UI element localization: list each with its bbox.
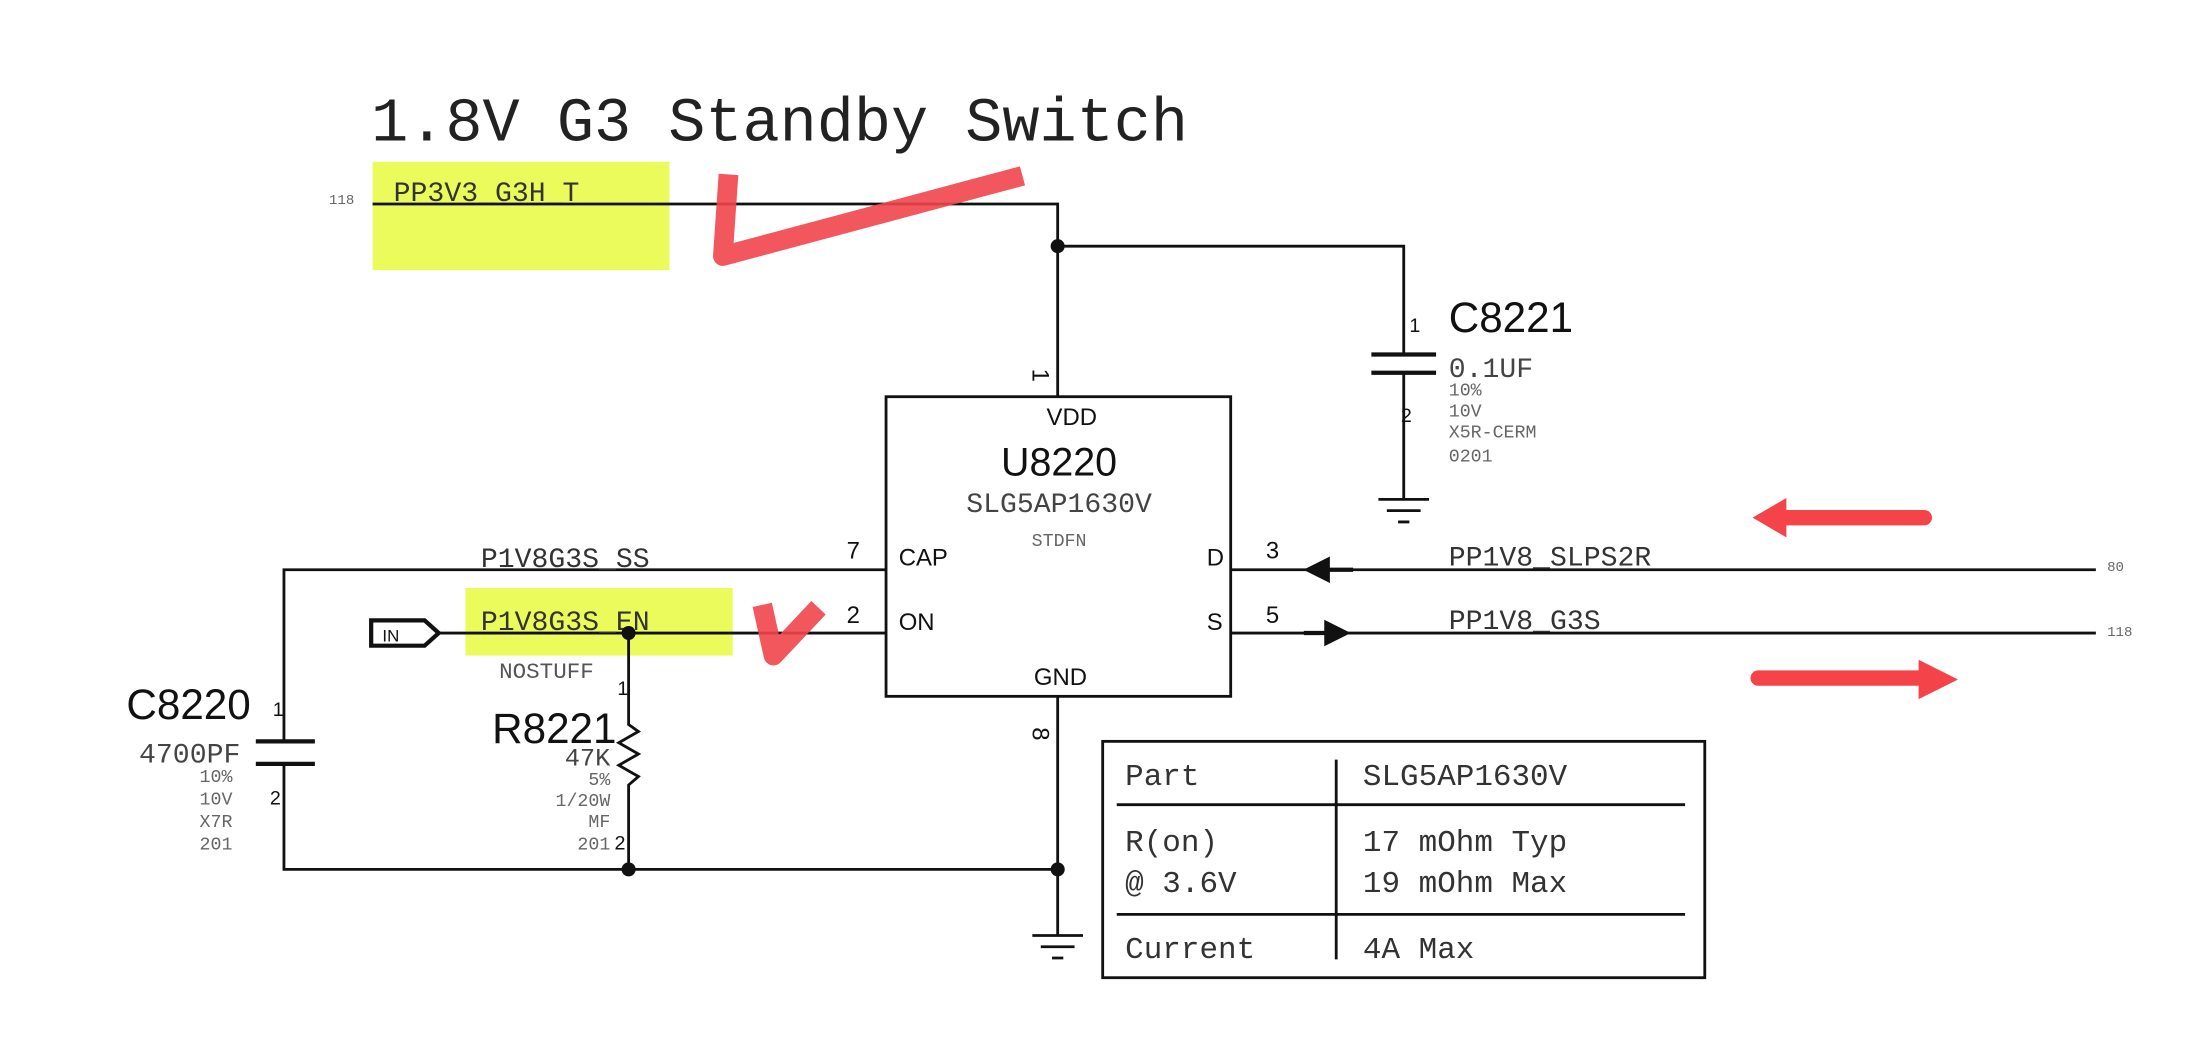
table-label: R(on) (1125, 826, 1218, 861)
pin-label-on: ON (899, 609, 935, 636)
wire-c8221 (1057, 244, 1406, 500)
pin-number: 5 (1266, 602, 1279, 629)
table-label: @ 3.6V (1125, 867, 1237, 902)
checkmark-icon (713, 166, 1026, 266)
input-port-tag (369, 618, 442, 648)
r8221-power: 1/20W (556, 792, 611, 812)
net-page-ref: 80 (2107, 560, 2124, 576)
chip-ref: U8220 (1001, 440, 1117, 484)
junction-dot (621, 862, 636, 877)
net-label-g3s: PP1V8_G3S (1449, 607, 1601, 638)
highlight-pp3v3 (372, 161, 670, 271)
wire-cap (282, 568, 1058, 871)
r8221-size: 201 (577, 836, 610, 856)
r8221-ref: R8221 (492, 705, 616, 752)
ground-icon (1378, 497, 1430, 524)
table-label: Current (1125, 933, 1255, 968)
red-arrow-right-head (1918, 659, 1958, 700)
c8220-value: 4700PF (139, 740, 240, 771)
c8221-ref: C8221 (1449, 294, 1573, 341)
pin-number: 2 (270, 788, 281, 810)
ground-icon (1032, 696, 1083, 960)
net-page-ref: 118 (2107, 625, 2132, 641)
port-label: IN (382, 626, 399, 645)
table-value: 19 mOhm Max (1363, 867, 1567, 902)
pin-number: 8 (1026, 727, 1053, 740)
c8221-value: 0.1UF (1449, 355, 1533, 386)
pin-number: 7 (847, 537, 860, 564)
net-page-ref: 118 (329, 193, 354, 209)
table-value: 17 mOhm Typ (1363, 826, 1567, 861)
chip-package: STDFN (1032, 532, 1087, 552)
c8220-ref: C8220 (126, 681, 250, 728)
c8220-dielectric: X7R (200, 813, 233, 833)
r8221-tol: 5% (588, 771, 610, 791)
net-label-pp3v3: PP3V3_G3H_T (394, 179, 580, 210)
arrow-in-icon (1303, 556, 1354, 583)
r8221-value: 47K (565, 744, 611, 773)
wire-vdd (372, 202, 1060, 397)
table-grid (1116, 759, 1686, 960)
c8221-tol: 10% (1449, 381, 1482, 401)
checkmark-icon (752, 600, 826, 666)
r8221-type: MF (588, 813, 610, 833)
c8221-volt: 10V (1449, 402, 1482, 422)
c8221-dielectric: X5R-CERM (1449, 424, 1537, 444)
net-label-slps2r: PP1V8_SLPS2R (1449, 544, 1652, 575)
pin-number: 2 (847, 602, 860, 629)
pin-number: 2 (615, 833, 626, 855)
nostuff-note: NOSTUFF (499, 659, 594, 685)
capacitor-c8221-symbol (1371, 352, 1437, 375)
c8220-tol: 10% (200, 768, 233, 788)
wire-ds (1230, 568, 2096, 635)
pin-label-d: D (1207, 545, 1224, 572)
page-title: 1.8V G3 Standby Switch (371, 89, 1188, 160)
pin-number: 1 (617, 678, 628, 700)
table-value: 4A Max (1363, 933, 1474, 968)
pin-number: 3 (1266, 537, 1279, 564)
c8221-size: 0201 (1449, 447, 1493, 467)
c8220-volt: 10V (200, 791, 233, 811)
net-label-ss: P1V8G3S_SS (481, 545, 650, 576)
spec-table (1101, 739, 1707, 980)
highlight-en (465, 588, 733, 656)
resistor-r8221 (615, 633, 642, 870)
pin-number: 1 (273, 699, 284, 721)
pin-label-gnd: GND (1034, 664, 1087, 691)
pin-number: 1 (1409, 315, 1420, 337)
net-label-en: P1V8G3S_EN (481, 608, 650, 639)
pin-number: 1 (1026, 369, 1053, 382)
pin-label-s: S (1207, 609, 1223, 636)
pin-number: 2 (1401, 405, 1412, 427)
table-label: Part (1125, 760, 1199, 795)
capacitor-c8220-symbol (255, 739, 315, 766)
table-value: SLG5AP1630V (1363, 760, 1568, 795)
red-arrow-left-head (1752, 497, 1787, 538)
c8220-size: 201 (200, 836, 233, 856)
arrow-out-icon (1303, 619, 1351, 647)
chip-part: SLG5AP1630V (966, 490, 1152, 521)
pin-label-vdd: VDD (1046, 404, 1096, 431)
pin-label-cap: CAP (899, 545, 948, 572)
